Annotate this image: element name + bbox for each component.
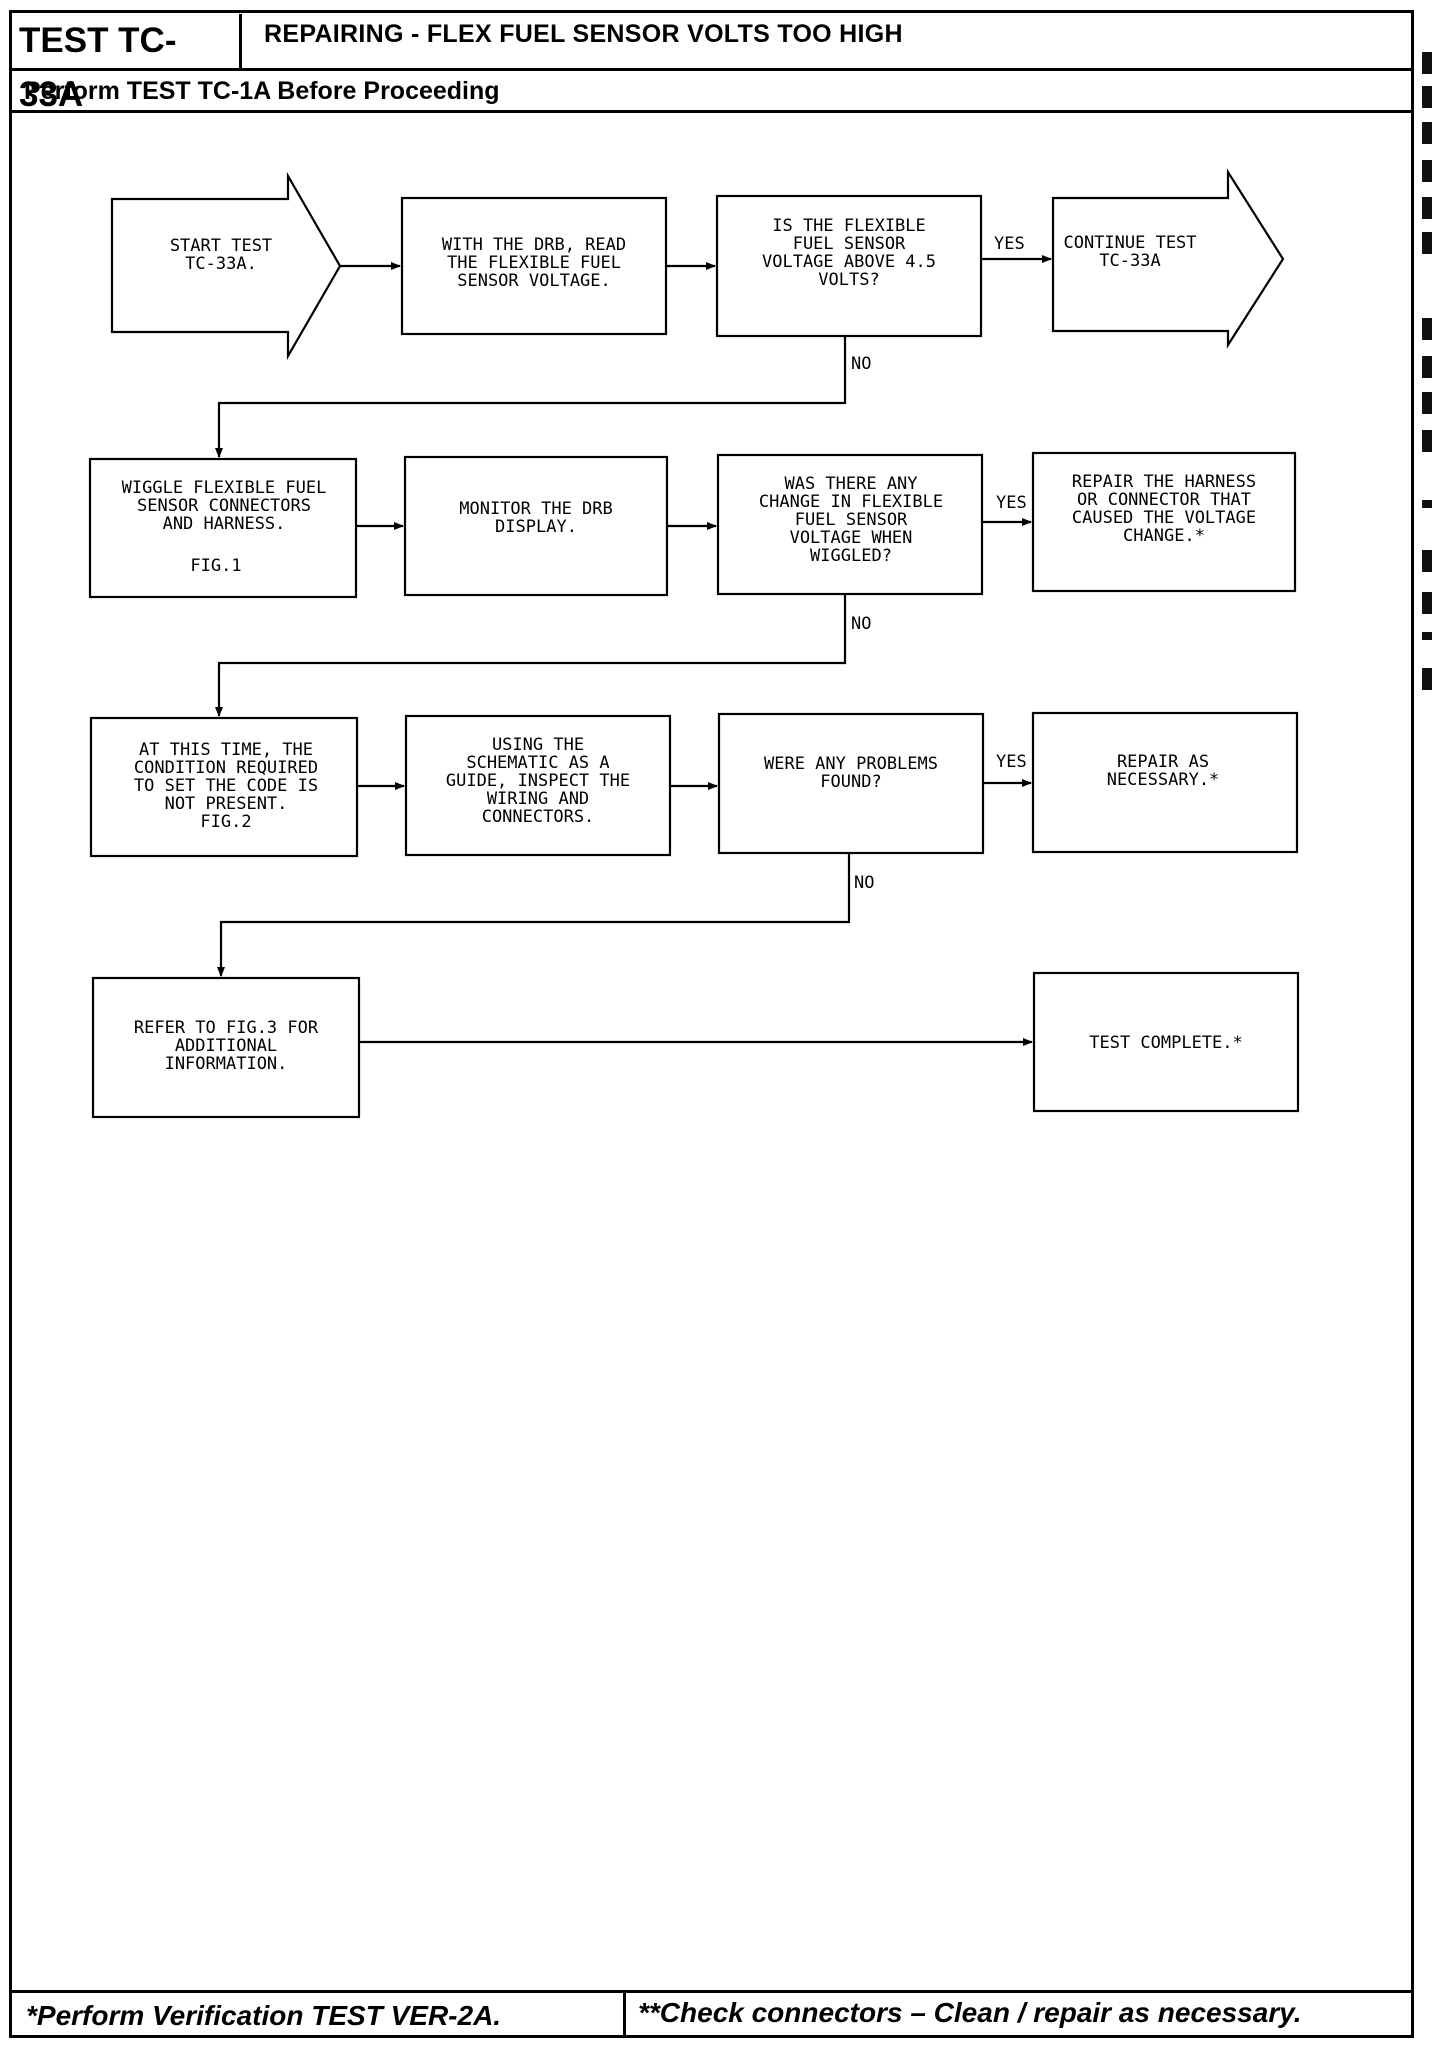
repair-harness-text-line-1: REPAIR THE HARNESS: [1072, 472, 1256, 492]
prerequisite-note: Perform TEST TC-1A Before Proceeding: [24, 77, 500, 105]
condition-text-line-1: AT THIS TIME, THE: [139, 740, 313, 760]
page-edge-marks: [1420, 0, 1440, 2048]
arrow-q3-no: [217, 853, 851, 977]
condition-text-line-5: FIG.2: [200, 812, 251, 832]
repair-harness-text-line-2: OR CONNECTOR THAT: [1077, 490, 1251, 510]
read-voltage-text-line-1: WITH THE DRB, READ: [442, 235, 626, 255]
question-1-text-line-1: IS THE FLEXIBLE: [772, 216, 926, 236]
repair-harness-box: [1031, 451, 1297, 593]
repair-nec-text-line-1: REPAIR AS: [1117, 752, 1209, 772]
header-row: [9, 10, 1414, 71]
question-2-box: [716, 453, 984, 596]
complete-box: [1032, 971, 1300, 1113]
condition-text-line-2: CONDITION REQUIRED: [134, 758, 318, 778]
refer-text-line-1: REFER TO FIG.3 FOR: [134, 1018, 319, 1038]
arrow-q2-no: [215, 594, 847, 717]
footer-divider: [623, 1990, 626, 2038]
footer-left-note: *Perform Verification TEST VER-2A.: [26, 2000, 502, 2031]
read-voltage-text-line-3: SENSOR VOLTAGE.: [457, 271, 611, 291]
q1-no-label: NO: [851, 354, 871, 374]
monitor-text-line-2: DISPLAY.: [495, 517, 577, 537]
continue-text-line-1: CONTINUE TEST: [1063, 233, 1196, 253]
question-2-text-line-5: WIGGLED?: [810, 546, 892, 566]
inspect-text-line-1: USING THE: [492, 735, 584, 755]
repair-nec-text-line-2: NECESSARY.*: [1107, 770, 1220, 790]
start-text-line-1: START TEST: [170, 236, 272, 256]
wiggle-text-line-2: SENSOR CONNECTORS: [137, 496, 311, 516]
prerequisite-row: [9, 71, 1414, 113]
arrow-q1-no: [215, 336, 847, 458]
page-frame: [9, 10, 1414, 2038]
inspect-text-line-3: GUIDE, INSPECT THE: [446, 771, 630, 791]
q2-no-label: NO: [851, 614, 871, 634]
q2-yes-label: YES: [996, 493, 1027, 513]
refer-box: [91, 976, 361, 1119]
question-2-text-line-1: WAS THERE ANY: [784, 474, 917, 494]
inspect-text-line-2: SCHEMATIC AS A: [466, 753, 609, 773]
question-2-text-line-4: VOLTAGE WHEN: [790, 528, 913, 548]
wiggle-fig-label: FIG.1: [190, 556, 241, 576]
footer-row: [9, 1990, 1414, 2038]
wiggle-text-line-1: WIGGLE FLEXIBLE FUEL: [122, 478, 327, 498]
inspect-text-line-5: CONNECTORS.: [482, 807, 595, 827]
wiggle-text-line-3: AND HARNESS.: [163, 514, 286, 534]
complete-text-line-1: TEST COMPLETE.*: [1089, 1033, 1243, 1053]
start-text-line-2: TC-33A.: [185, 254, 257, 274]
repair-harness-text-line-4: CHANGE.*: [1123, 526, 1205, 546]
q3-no-label: NO: [854, 873, 874, 893]
test-id: TEST TC-33A: [9, 14, 242, 114]
question-3-text-line-1: WERE ANY PROBLEMS: [764, 754, 938, 774]
continue-text-line-2: TC-33A: [1099, 251, 1160, 271]
question-2-text-line-3: FUEL SENSOR: [795, 510, 908, 530]
test-title: REPAIRING - FLEX FUEL SENSOR VOLTS TOO H…: [264, 20, 903, 48]
condition-text-line-3: TO SET THE CODE IS: [134, 776, 318, 796]
question-2-text-line-2: CHANGE IN FLEXIBLE: [759, 492, 943, 512]
question-1-box: [715, 194, 983, 338]
repair-necessary-box: [1031, 711, 1299, 854]
q1-yes-label: YES: [994, 234, 1025, 254]
monitor-text-line-1: MONITOR THE DRB: [459, 499, 613, 519]
refer-text-line-2: ADDITIONAL: [175, 1036, 277, 1056]
footer-right-note: **Check connectors – Clean / repair as n…: [638, 1997, 1302, 2028]
inspect-text-line-4: WIRING AND: [487, 789, 589, 809]
read-voltage-text-line-2: THE FLEXIBLE FUEL: [447, 253, 621, 273]
repair-harness-text-line-3: CAUSED THE VOLTAGE: [1072, 508, 1256, 528]
question-1-text-line-3: VOLTAGE ABOVE 4.5: [762, 252, 936, 272]
continue-arrow-box: [1051, 168, 1285, 349]
condition-text-line-4: NOT PRESENT.: [165, 794, 288, 814]
refer-text-line-3: INFORMATION.: [165, 1054, 288, 1074]
question-1-text-line-2: FUEL SENSOR: [793, 234, 906, 254]
wiggle-box: [88, 457, 358, 599]
question-3-text-line-2: FOUND?: [820, 772, 881, 792]
q3-yes-label: YES: [996, 752, 1027, 772]
question-1-text-line-4: VOLTS?: [818, 270, 879, 290]
start-arrow-box: [110, 171, 342, 361]
